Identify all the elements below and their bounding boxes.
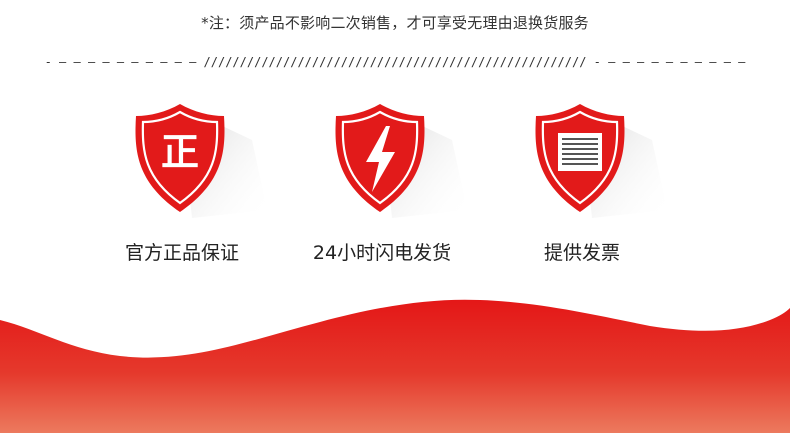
zheng-character-icon: 正 <box>160 130 199 174</box>
feature-invoice: 提供发票 <box>482 100 682 270</box>
feature-label: 官方正品保证 <box>124 242 239 264</box>
service-features: 正 官方正品保证 24小时闪电发货 <box>0 100 790 280</box>
return-policy-note: *注：须产品不影响二次销售，才可享受无理由退换货服务 <box>201 14 589 32</box>
invoice-document-icon <box>558 133 602 171</box>
shield-icon <box>332 100 472 225</box>
shield-icon <box>532 100 672 225</box>
feature-genuine-guarantee: 正 官方正品保证 <box>82 100 282 270</box>
shield-icon: 正 <box>132 100 272 225</box>
feature-label: 24小时闪电发货 <box>312 242 452 264</box>
feature-label: 提供发票 <box>543 242 620 264</box>
feature-fast-delivery: 24小时闪电发货 <box>282 100 482 270</box>
red-wave-banner <box>0 290 790 433</box>
lightning-bolt-icon <box>366 126 395 192</box>
decorative-divider: - — — — — — — — — — — //////////////////… <box>44 55 746 69</box>
